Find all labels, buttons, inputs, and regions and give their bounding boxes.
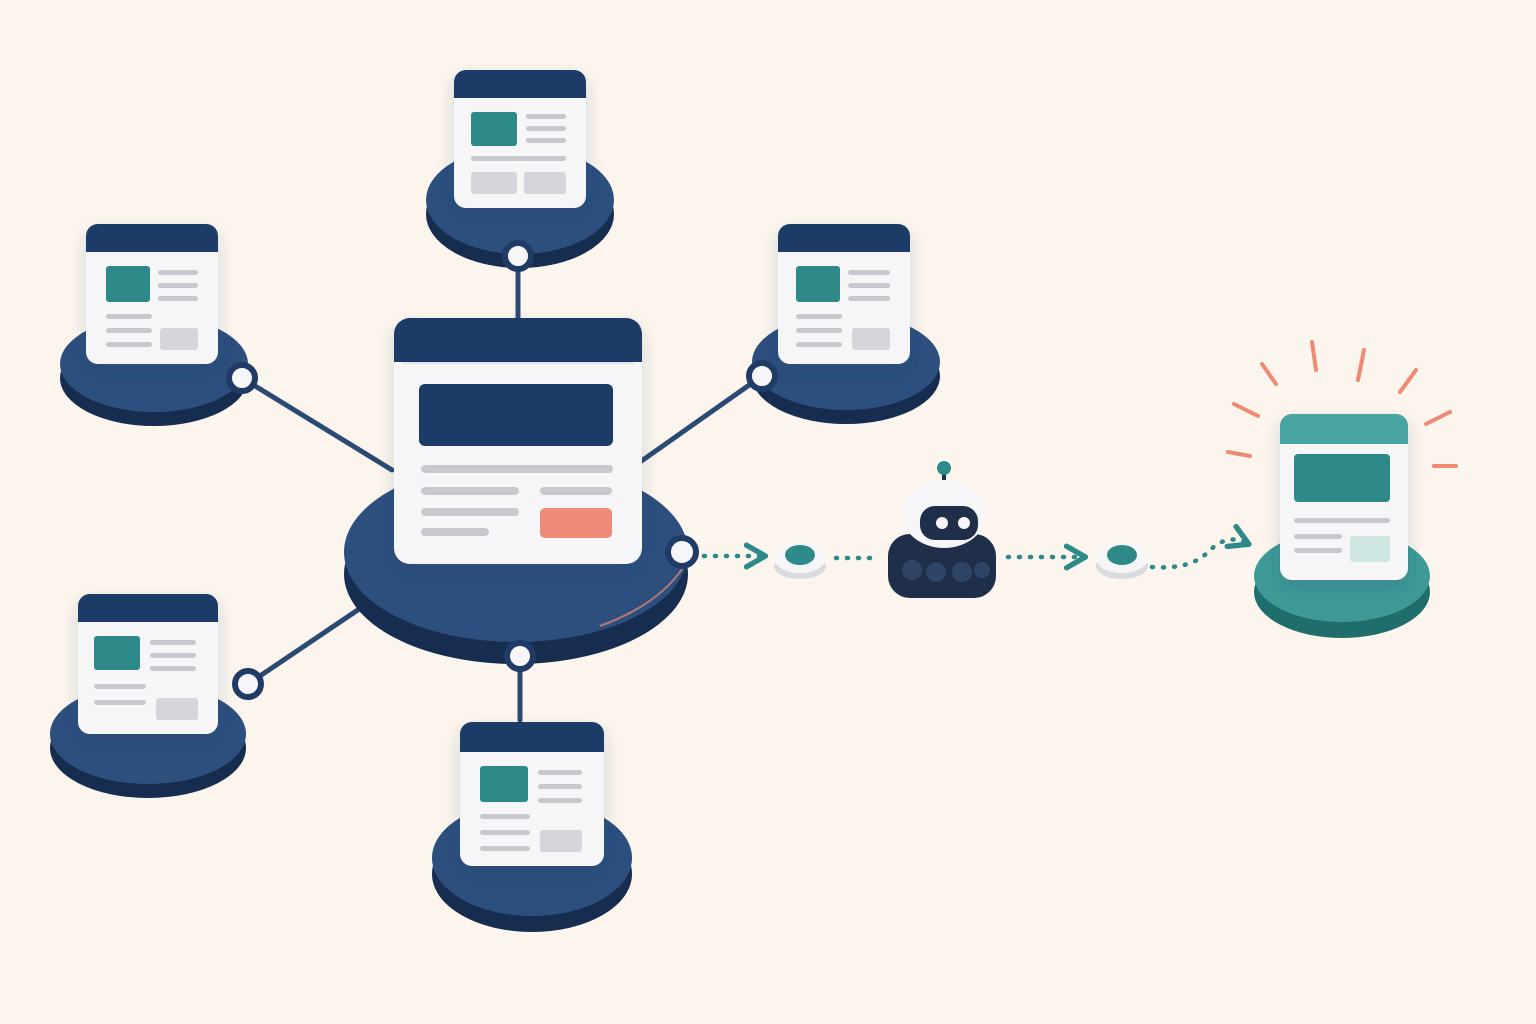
connector-upper-left	[239, 375, 395, 473]
robot-visor	[920, 506, 978, 540]
flow-step-1[interactable]	[774, 543, 826, 579]
satellite-upper-left	[60, 224, 248, 426]
junction-upper-left[interactable]	[226, 362, 258, 394]
junction-bottom[interactable]	[504, 640, 536, 672]
robot-eye-left	[936, 517, 948, 529]
satellite-bottom	[432, 722, 632, 932]
satellite-lower-left	[50, 594, 246, 798]
flow-path	[701, 523, 1252, 571]
satellite-top	[426, 70, 614, 268]
junction-upper-right[interactable]	[746, 360, 778, 392]
connector-lower-left	[245, 592, 383, 687]
flow-segment-4	[1149, 523, 1252, 570]
junction-nodes	[226, 240, 778, 700]
sparkle-rays	[1226, 340, 1458, 468]
junction-hub-output[interactable]	[665, 535, 699, 569]
hub-cta-button[interactable]	[540, 508, 612, 538]
target-node	[1226, 340, 1458, 638]
flow-step-2[interactable]	[1096, 543, 1148, 579]
robot-icon	[888, 461, 996, 598]
hub-page-card	[394, 318, 642, 564]
hub-platform-rim-accent	[599, 565, 685, 627]
connector-upper-right	[637, 373, 765, 465]
junction-top[interactable]	[502, 240, 534, 272]
robot-eye-right	[958, 517, 970, 529]
junction-lower-left[interactable]	[232, 668, 264, 700]
hub-node	[344, 318, 688, 664]
satellite-upper-right	[752, 224, 940, 424]
robot-antenna	[937, 461, 951, 475]
hub-hero-block	[419, 384, 613, 446]
